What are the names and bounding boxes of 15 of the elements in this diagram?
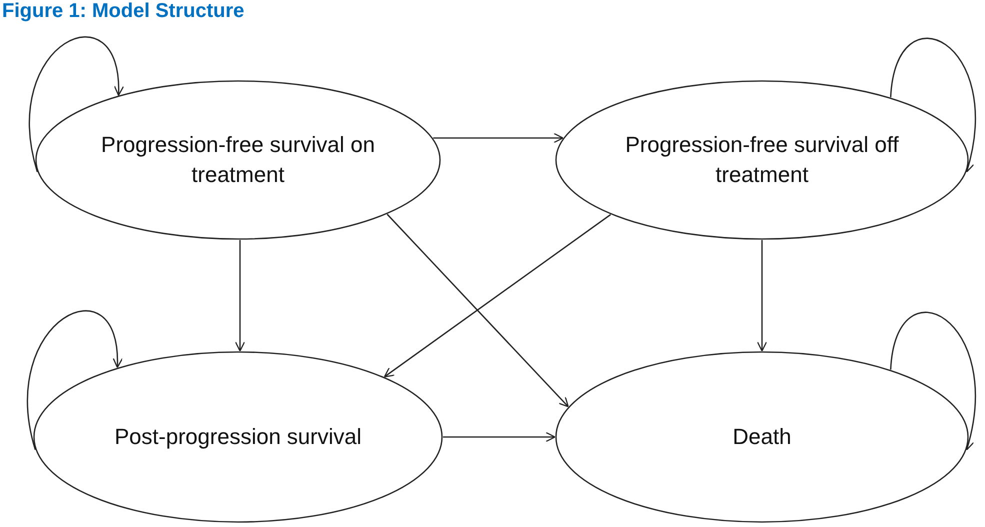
state-label: Progression-free survival on treatment [100,131,376,189]
state-label: Progression-free survival off treatment [624,131,900,189]
self-loop-arrow [29,36,124,172]
arrow [443,432,556,442]
arrow [756,240,768,352]
self-loop-arrow [27,310,122,450]
arrow [234,240,246,352]
arrow [386,214,569,408]
arrow [384,214,611,378]
arrow [433,132,564,144]
state-label: Death [732,423,792,451]
figure-title: Figure 1: Model Structure [2,0,244,23]
state-label: Post-progression survival [114,423,362,451]
self-loop-arrow [890,38,976,173]
self-loop-arrow [890,312,976,450]
